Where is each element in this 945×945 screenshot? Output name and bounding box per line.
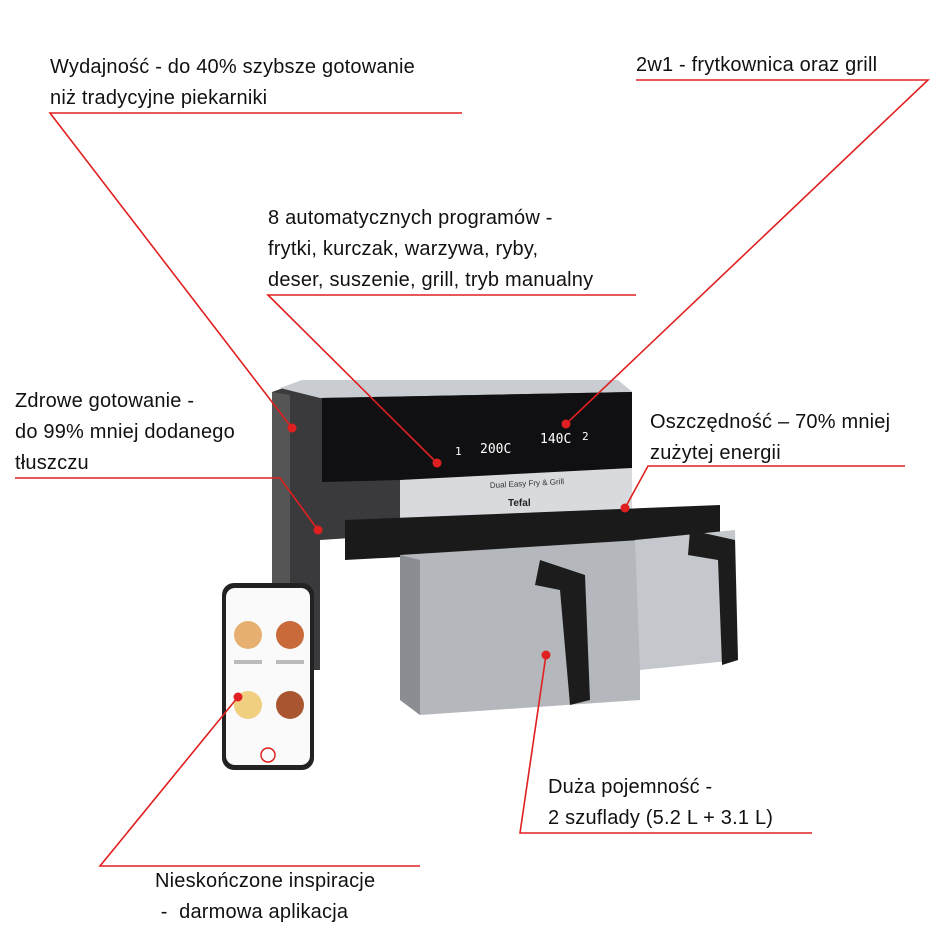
display-left: 200C bbox=[480, 442, 511, 457]
display-right: 140C bbox=[540, 432, 571, 447]
callout-app: Nieskończone inspiracje - darmowa aplika… bbox=[155, 870, 376, 923]
zone-2-label: 2 bbox=[582, 430, 589, 443]
brand-logo: Tefal bbox=[508, 498, 531, 509]
handle-large[interactable] bbox=[535, 560, 590, 705]
callout-programs: 8 automatycznych programów -frytki, kurc… bbox=[268, 207, 594, 291]
model-name: Dual Easy Fry & Grill bbox=[490, 477, 565, 490]
handle-small[interactable] bbox=[688, 530, 738, 665]
leader-lines bbox=[15, 79, 931, 867]
callout-2in1: 2w1 - frytkownica oraz grill bbox=[636, 54, 878, 76]
callout-dots bbox=[233, 419, 630, 702]
callout-capacity: Duża pojemność -2 szuflady (5.2 L + 3.1 … bbox=[548, 776, 774, 829]
drawer-large[interactable] bbox=[400, 540, 640, 715]
drawer-small[interactable] bbox=[635, 530, 738, 670]
control-panel bbox=[322, 392, 632, 482]
zone-1-label: 1 bbox=[455, 445, 462, 458]
